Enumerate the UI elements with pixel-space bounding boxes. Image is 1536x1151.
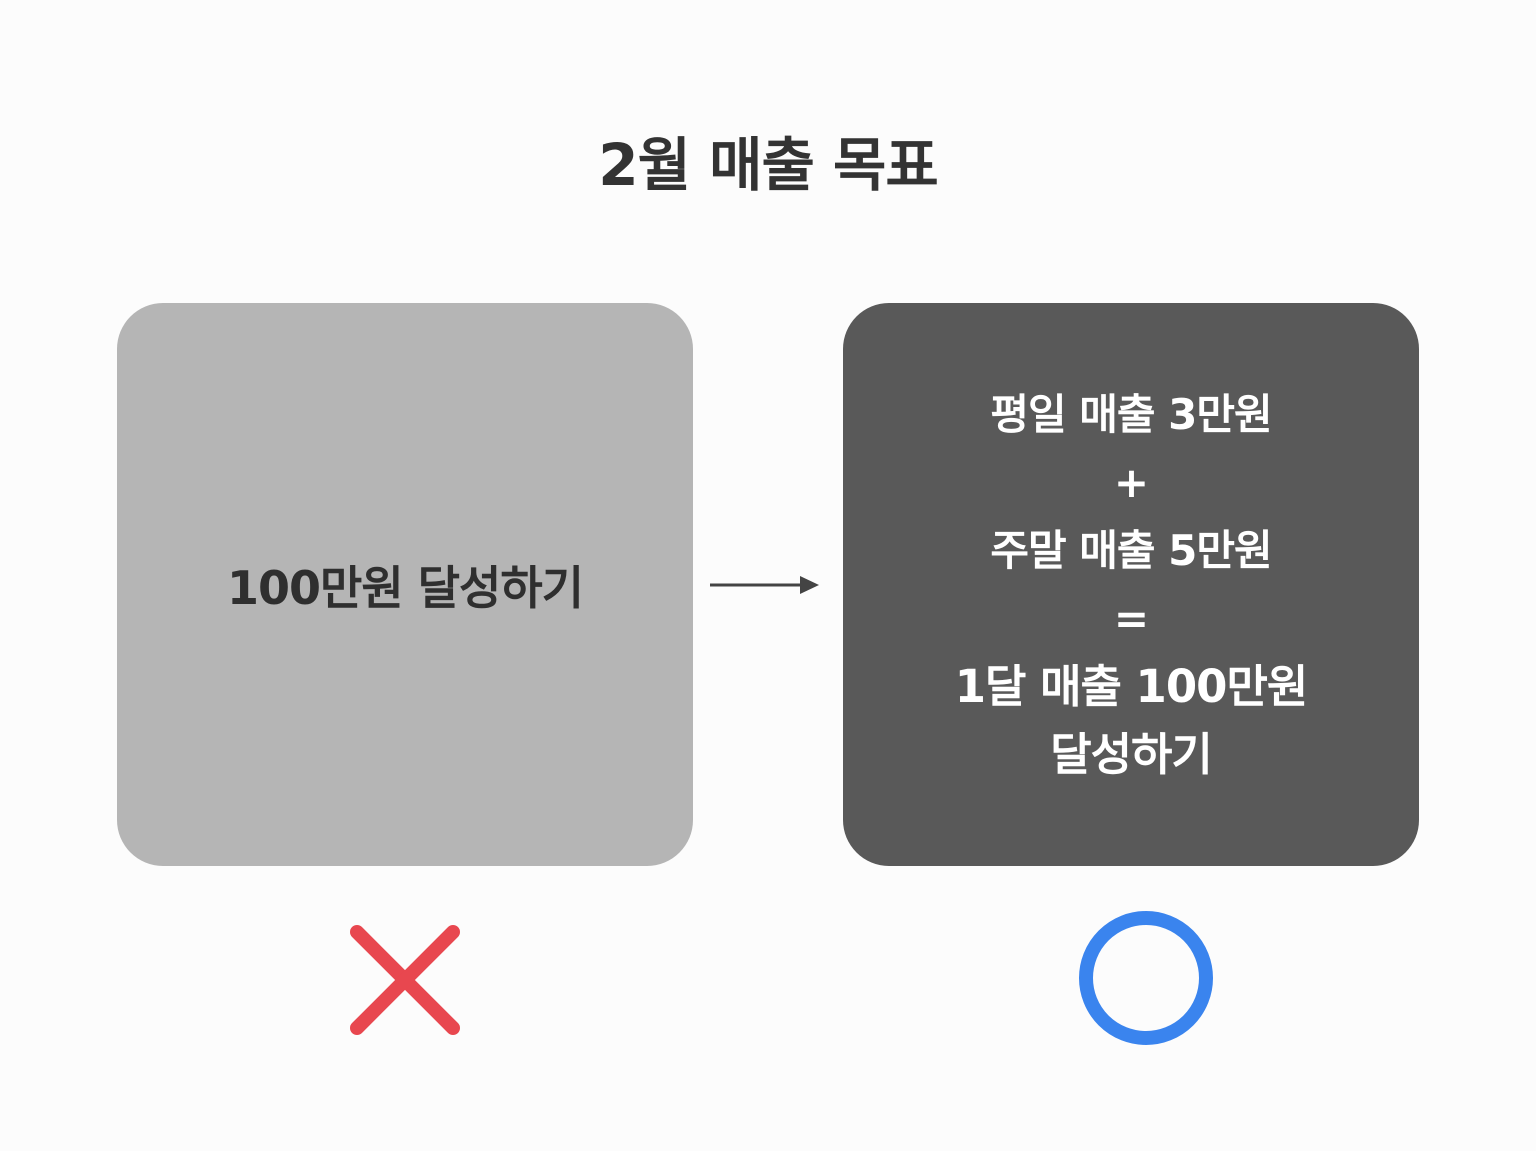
goal-line: 주말 매출 5만원	[990, 525, 1272, 575]
goal-line: 달성하기	[1050, 727, 1213, 781]
arrow-icon	[710, 576, 819, 594]
goal-line: +	[1113, 457, 1149, 507]
circle-icon	[1079, 911, 1213, 1045]
goal-line: 평일 매출 3만원	[990, 389, 1272, 439]
wrong-goal-box: 100만원 달성하기	[117, 303, 693, 866]
page-title: 2월 매출 목표	[598, 131, 939, 199]
x-icon	[350, 925, 460, 1035]
right-goal-box: 평일 매출 3만원 + 주말 매출 5만원 = 1달 매출 100만원 달성하기	[843, 303, 1419, 866]
goal-line: 1달 매출 100만원	[954, 659, 1309, 713]
wrong-goal-text: 100만원 달성하기	[227, 560, 584, 615]
goal-line: =	[1113, 593, 1149, 643]
